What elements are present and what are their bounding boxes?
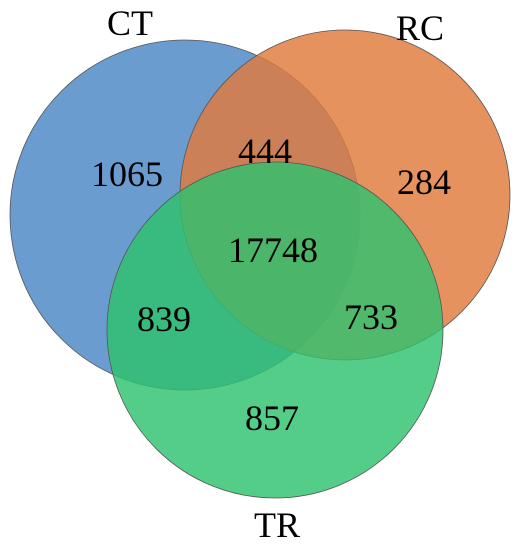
count-ct-only: 1065 <box>91 154 163 194</box>
count-ct-tr: 839 <box>137 299 191 339</box>
set-label-rc: RC <box>396 8 444 48</box>
count-rc-tr: 733 <box>344 297 398 337</box>
count-ct-rc: 444 <box>238 131 292 171</box>
count-rc-only: 284 <box>397 162 451 202</box>
count-ct-rc-tr: 17748 <box>228 230 318 270</box>
count-tr-only: 857 <box>245 398 299 438</box>
set-label-ct: CT <box>107 3 153 43</box>
set-circle-tr <box>106 161 444 499</box>
set-label-tr: TR <box>254 505 300 545</box>
